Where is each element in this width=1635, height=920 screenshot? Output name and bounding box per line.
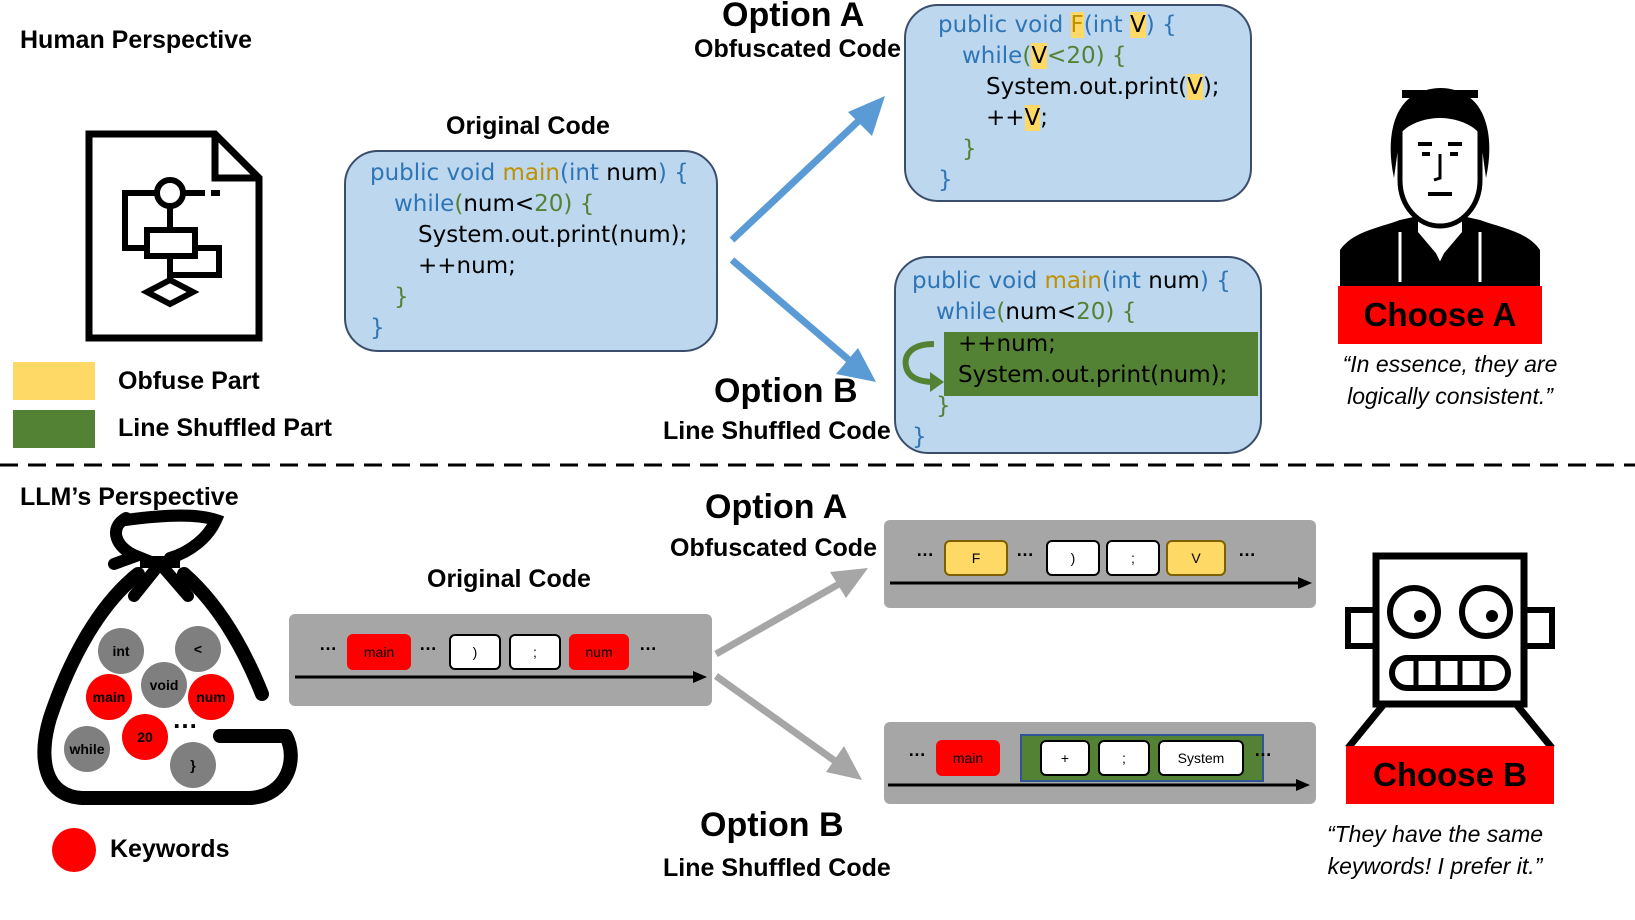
llm-original-code-label: Original Code xyxy=(427,565,591,593)
code-line: ++V; xyxy=(986,105,1049,131)
llm-option-b-token-bar: … main + ; System … xyxy=(884,722,1316,804)
code-line: while(V<20) { xyxy=(962,43,1127,69)
code-line: public void F(int V) { xyxy=(938,12,1177,38)
human-option-b-code-box: public void main(int num) { while(num<20… xyxy=(894,256,1262,454)
human-option-a-subtitle: Obfuscated Code xyxy=(694,35,901,63)
swap-arrow-icon xyxy=(902,341,944,392)
bag-token-num: num xyxy=(188,674,234,720)
code-line: } xyxy=(938,167,953,193)
code-line: } xyxy=(962,136,977,162)
sequence-arrow xyxy=(295,671,707,683)
shuffled-lines-highlight xyxy=(944,332,1258,396)
bag-token-20: 20 xyxy=(122,714,168,760)
bag-token-brace: } xyxy=(170,742,216,788)
robot-face-icon xyxy=(1345,552,1555,748)
token-semicolon: ; xyxy=(1106,540,1160,576)
obfuse-legend-label: Obfuse Part xyxy=(118,367,260,395)
shuffled-legend-label: Line Shuffled Part xyxy=(118,414,332,442)
llm-quote-line-2: keywords! I prefer it.” xyxy=(1327,853,1543,879)
blue-branch-arrows xyxy=(729,96,885,382)
human-option-b-title: Option B xyxy=(714,372,858,410)
code-line: while(num<20) { xyxy=(394,191,595,217)
token-f: F xyxy=(944,540,1008,576)
token-system: System xyxy=(1158,740,1244,776)
llm-option-a-token-bar: … F … ) ; V … xyxy=(884,520,1316,608)
flowchart-document-icon xyxy=(85,130,263,342)
human-option-b-subtitle: Line Shuffled Code xyxy=(663,417,891,445)
code-line: System.out.print(num); xyxy=(418,222,688,248)
token-plus: + xyxy=(1040,740,1090,776)
token-ellipsis: … xyxy=(908,740,926,760)
token-main: main xyxy=(347,634,411,670)
llm-original-token-bar: … main … ) ; num … xyxy=(289,614,712,706)
token-ellipsis: … xyxy=(639,634,657,654)
token-paren: ) xyxy=(1046,540,1100,576)
keywords-legend-label: Keywords xyxy=(110,835,230,863)
token-ellipsis: … xyxy=(419,634,437,654)
human-original-code-box: public void main(int num) { while(num<20… xyxy=(344,150,718,352)
code-line: } xyxy=(370,315,385,341)
llm-option-a-subtitle: Obfuscated Code xyxy=(670,534,877,562)
token-num: num xyxy=(569,634,629,670)
token-bag-icon xyxy=(37,509,298,805)
human-option-a-code-box: public void F(int V) { while(V<20) { Sys… xyxy=(904,4,1252,202)
bag-token-int: int xyxy=(98,628,144,674)
llm-option-a-title: Option A xyxy=(705,488,848,526)
token-ellipsis: … xyxy=(319,634,337,654)
shuffled-legend-swatch xyxy=(13,410,95,448)
human-choice-label: Choose A xyxy=(1338,286,1542,344)
token-semicolon: ; xyxy=(509,634,561,670)
token-ellipsis: … xyxy=(1016,540,1034,560)
token-semicolon: ; xyxy=(1098,740,1150,776)
code-line: System.out.print(num); xyxy=(958,362,1228,388)
llm-choice-label: Choose B xyxy=(1346,746,1554,804)
llm-quote-line-1: “They have the same xyxy=(1326,821,1544,847)
bag-token-while: while xyxy=(64,726,110,772)
code-line: ++num; xyxy=(418,253,516,279)
code-line: } xyxy=(912,424,927,450)
human-section-title: Human Perspective xyxy=(20,26,253,54)
code-line: public void main(int num) { xyxy=(912,268,1231,294)
human-quote-line-2: logically consistent.” xyxy=(1347,383,1553,409)
shuffled-token-group: + ; System xyxy=(1020,734,1264,782)
token-ellipsis: … xyxy=(1238,540,1256,560)
code-line: while(num<20) { xyxy=(936,299,1137,325)
bag-token-less-than: < xyxy=(175,626,221,672)
bag-token-main: main xyxy=(86,674,132,720)
human-quote: “In essence, they are logically consiste… xyxy=(1320,348,1580,412)
code-line: System.out.print(V); xyxy=(986,74,1220,100)
sequence-arrow xyxy=(890,577,1312,589)
code-line: ++num; xyxy=(958,331,1056,357)
human-quote-line-1: “In essence, they are xyxy=(1342,351,1558,377)
llm-option-b-title: Option B xyxy=(700,806,844,844)
token-main: main xyxy=(936,740,1000,776)
code-line: } xyxy=(394,284,409,310)
section-divider xyxy=(0,463,1635,467)
obfuse-legend-swatch xyxy=(13,362,95,400)
token-ellipsis: … xyxy=(916,540,934,560)
token-paren: ) xyxy=(449,634,501,670)
gray-branch-arrows xyxy=(713,568,868,780)
bag-ellipsis: … xyxy=(172,704,198,734)
bag-token-void: void xyxy=(141,662,187,708)
man-face-icon xyxy=(1340,88,1540,288)
code-line: public void main(int num) { xyxy=(370,160,689,186)
keywords-legend-swatch xyxy=(52,828,96,872)
human-original-code-label: Original Code xyxy=(446,112,610,140)
token-ellipsis: … xyxy=(1254,740,1272,760)
token-v: V xyxy=(1166,540,1226,576)
code-line: } xyxy=(936,393,951,419)
sequence-arrow xyxy=(888,779,1310,791)
human-option-a-title: Option A xyxy=(722,0,865,34)
llm-option-b-subtitle: Line Shuffled Code xyxy=(663,854,891,882)
llm-section-title: LLM’s Perspective xyxy=(20,483,239,511)
llm-quote: “They have the same keywords! I prefer i… xyxy=(1300,818,1570,882)
